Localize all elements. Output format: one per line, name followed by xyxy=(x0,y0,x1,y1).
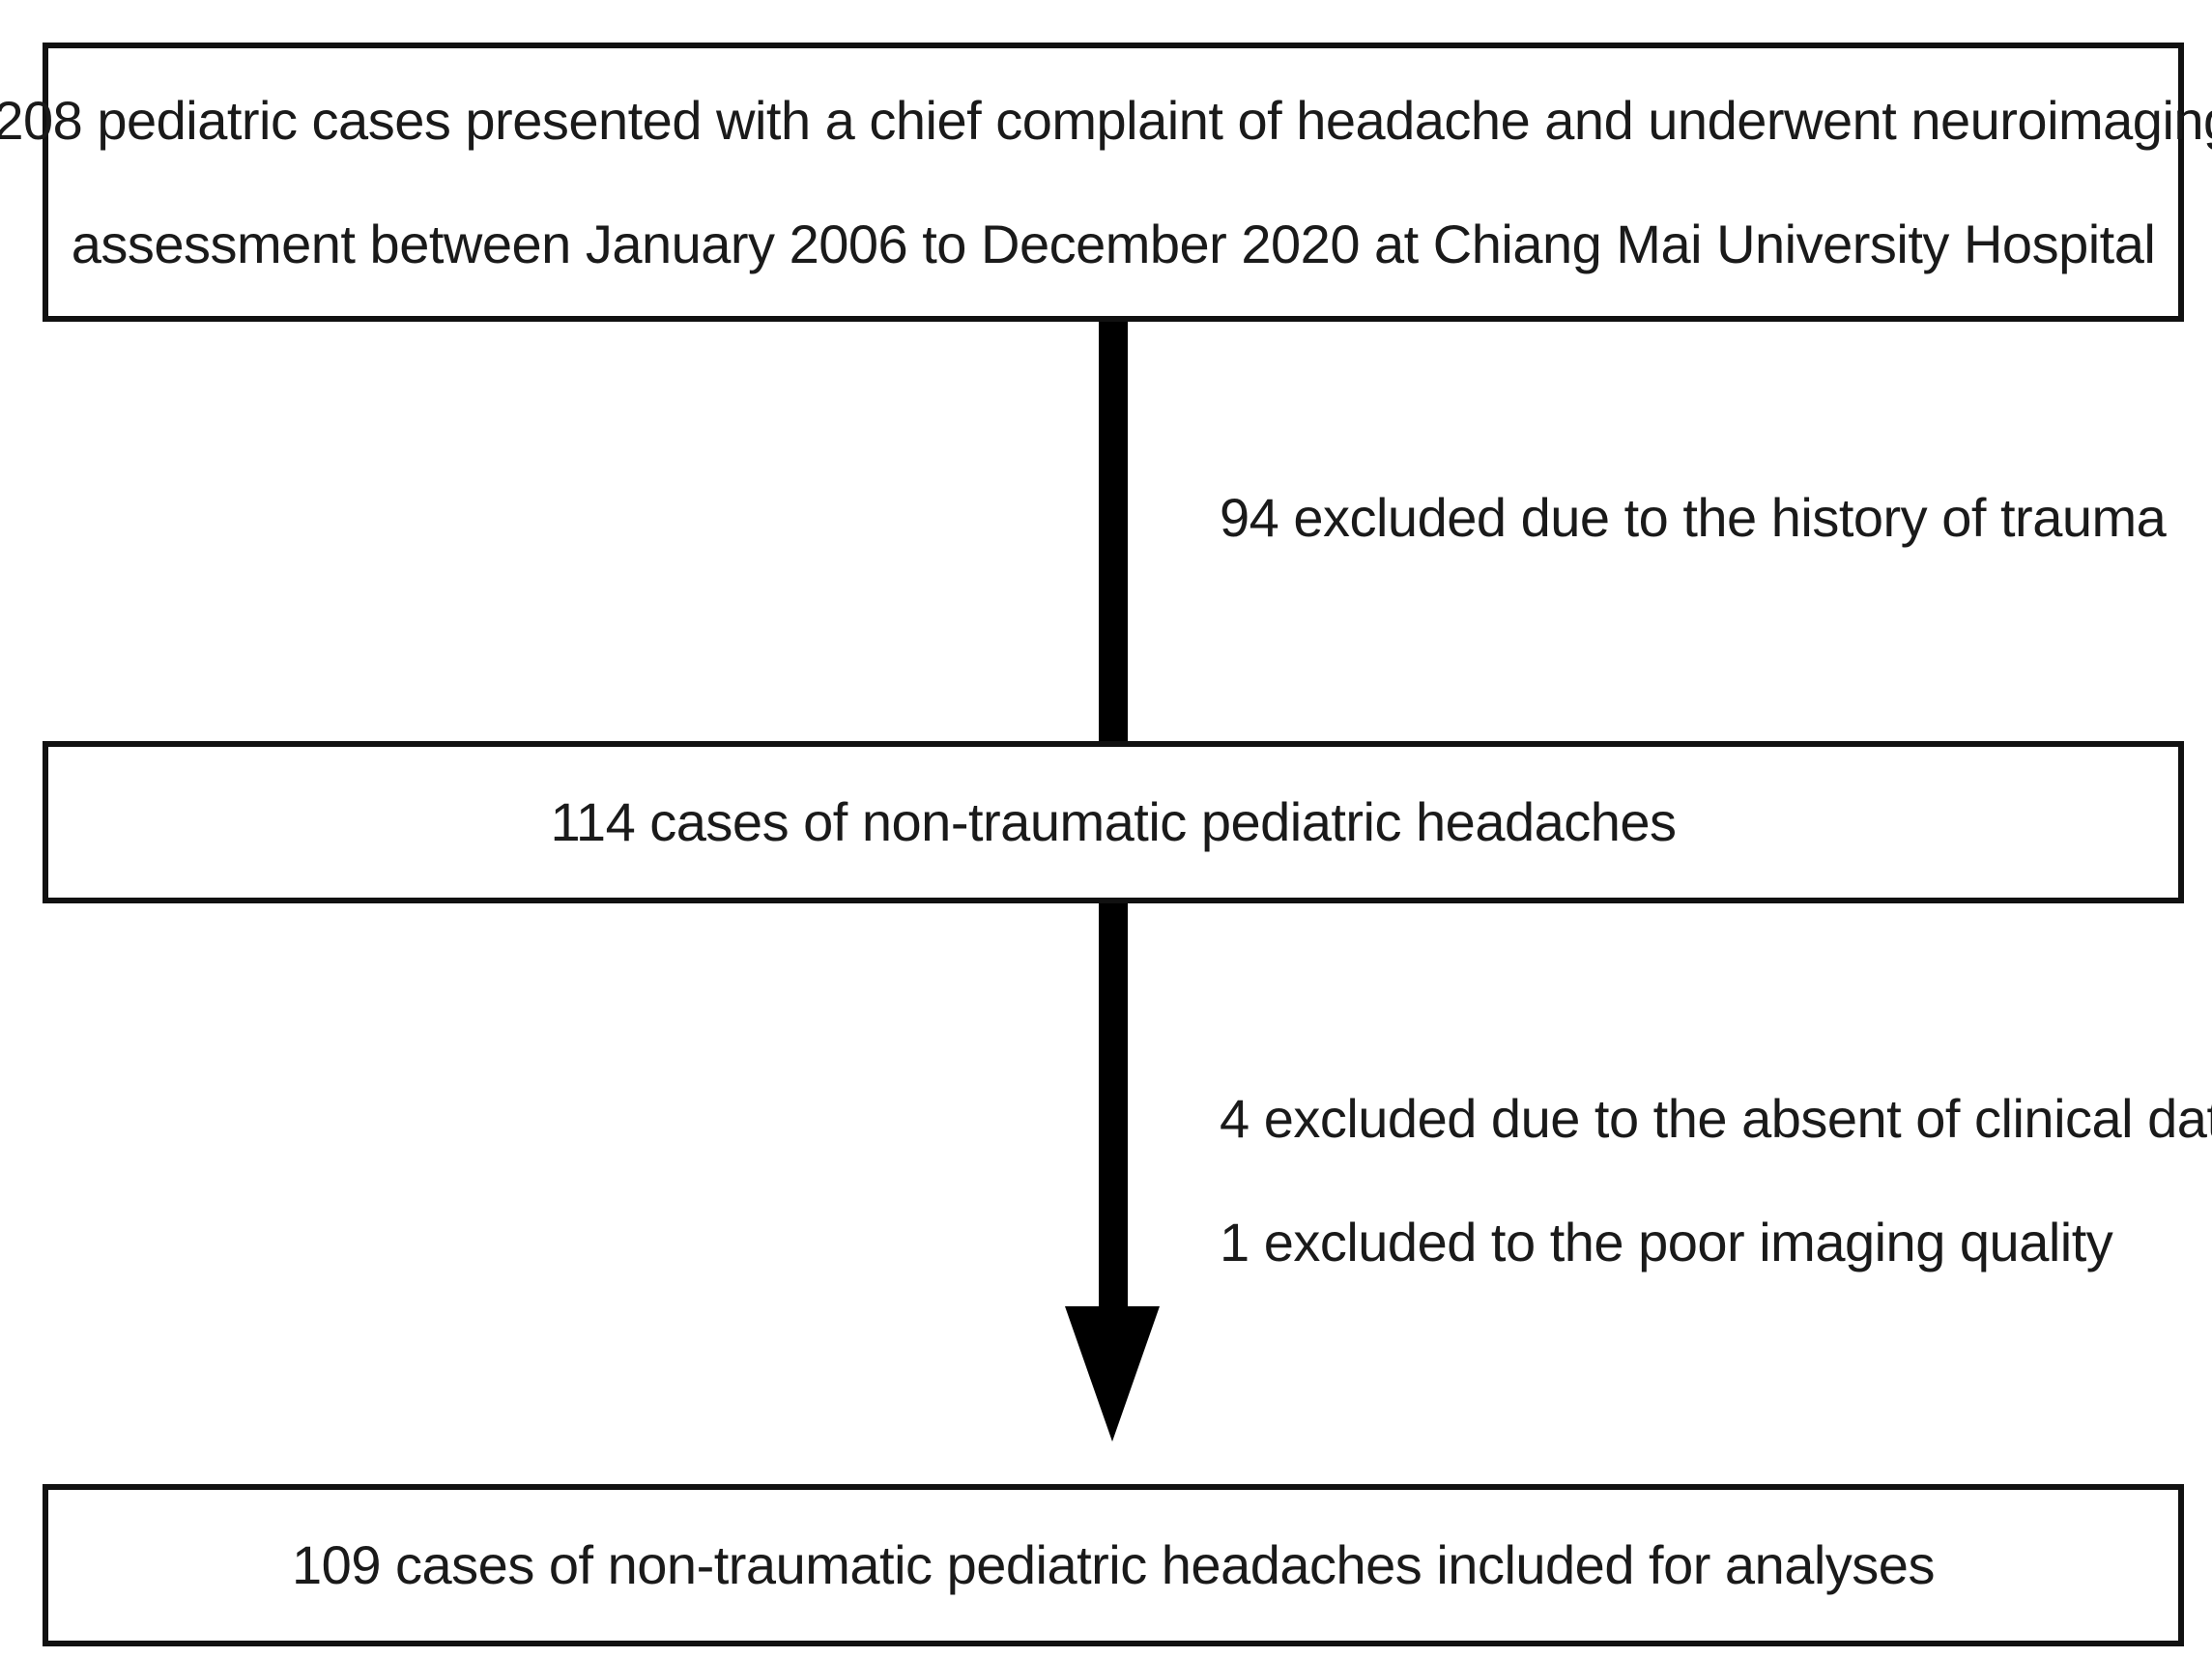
exclusion-note-clinical-data: 4 excluded due to the absent of clinical… xyxy=(1220,1088,2212,1149)
arrowhead-shape xyxy=(1065,1306,1160,1442)
step-box-initial-cases-line-1: 208 pediatric cases presented with a chi… xyxy=(0,89,2212,151)
step-box-initial-cases: 208 pediatric cases presented with a chi… xyxy=(0,43,2212,322)
exclusion-note-imaging-quality: 1 excluded to the poor imaging quality xyxy=(1220,1212,2113,1272)
connector-line-1 xyxy=(1099,322,1128,741)
step-box-included-cases: 109 cases of non-traumatic pediatric hea… xyxy=(43,1484,2184,1646)
connector-line-2 xyxy=(1099,903,1128,1319)
step-box-non-traumatic-cases: 114 cases of non-traumatic pediatric hea… xyxy=(43,741,2184,903)
step-box-initial-cases-line-2: assessment between January 2006 to Decem… xyxy=(71,213,2156,274)
exclusion-note-trauma: 94 excluded due to the history of trauma xyxy=(1220,487,2167,548)
step-box-included-cases-label: 109 cases of non-traumatic pediatric hea… xyxy=(292,1534,1935,1595)
step-box-non-traumatic-cases-label: 114 cases of non-traumatic pediatric hea… xyxy=(550,791,1677,852)
